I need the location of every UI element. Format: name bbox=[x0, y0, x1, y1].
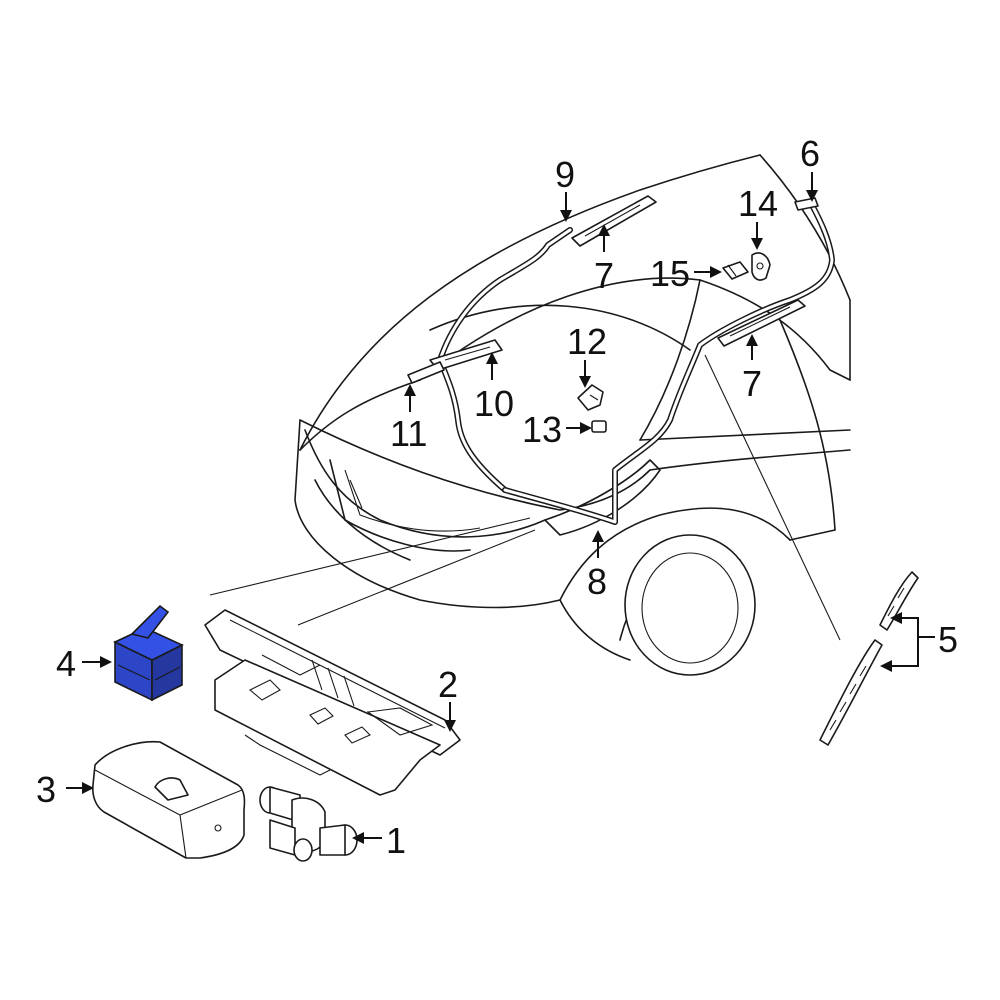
callout-arrows bbox=[66, 172, 935, 844]
part-1-valve bbox=[259, 786, 358, 862]
callout-12[interactable]: 12 bbox=[567, 321, 607, 362]
callout-10[interactable]: 10 bbox=[474, 383, 514, 424]
callout-9[interactable]: 9 bbox=[555, 154, 575, 195]
callout-11[interactable]: 11 bbox=[390, 413, 427, 454]
callout-14[interactable]: 14 bbox=[738, 183, 778, 224]
connector-15 bbox=[722, 261, 749, 280]
callout-15[interactable]: 15 bbox=[650, 253, 690, 294]
part-4-module-highlighted[interactable] bbox=[113, 604, 184, 702]
part-3-cover bbox=[92, 740, 246, 859]
callout-6[interactable]: 6 bbox=[800, 133, 820, 174]
wiper-blade-7-upper bbox=[571, 195, 657, 247]
callout-7-lower[interactable]: 7 bbox=[742, 363, 762, 404]
leader-lines bbox=[209, 354, 841, 641]
callout-5[interactable]: 5 bbox=[938, 619, 958, 660]
nozzle-11 bbox=[407, 361, 445, 384]
clip-13 bbox=[591, 420, 607, 433]
bracket-12 bbox=[577, 384, 604, 411]
callout-3[interactable]: 3 bbox=[36, 769, 56, 810]
callout-2[interactable]: 2 bbox=[438, 664, 458, 705]
callout-7-upper[interactable]: 7 bbox=[594, 255, 614, 296]
callout-1[interactable]: 1 bbox=[386, 820, 406, 861]
callout-13[interactable]: 13 bbox=[522, 409, 562, 450]
car-body bbox=[294, 154, 851, 676]
wiper-blade-7-lower bbox=[717, 299, 806, 347]
callout-8[interactable]: 8 bbox=[587, 561, 607, 602]
callout-4[interactable]: 4 bbox=[56, 643, 76, 684]
bracket-14 bbox=[751, 252, 771, 281]
part-2-tray bbox=[204, 609, 461, 796]
weatherstrip-5 bbox=[819, 571, 919, 746]
callout-labels: 1 2 3 4 5 6 7 7 8 9 10 11 12 13 14 15 bbox=[36, 133, 958, 861]
